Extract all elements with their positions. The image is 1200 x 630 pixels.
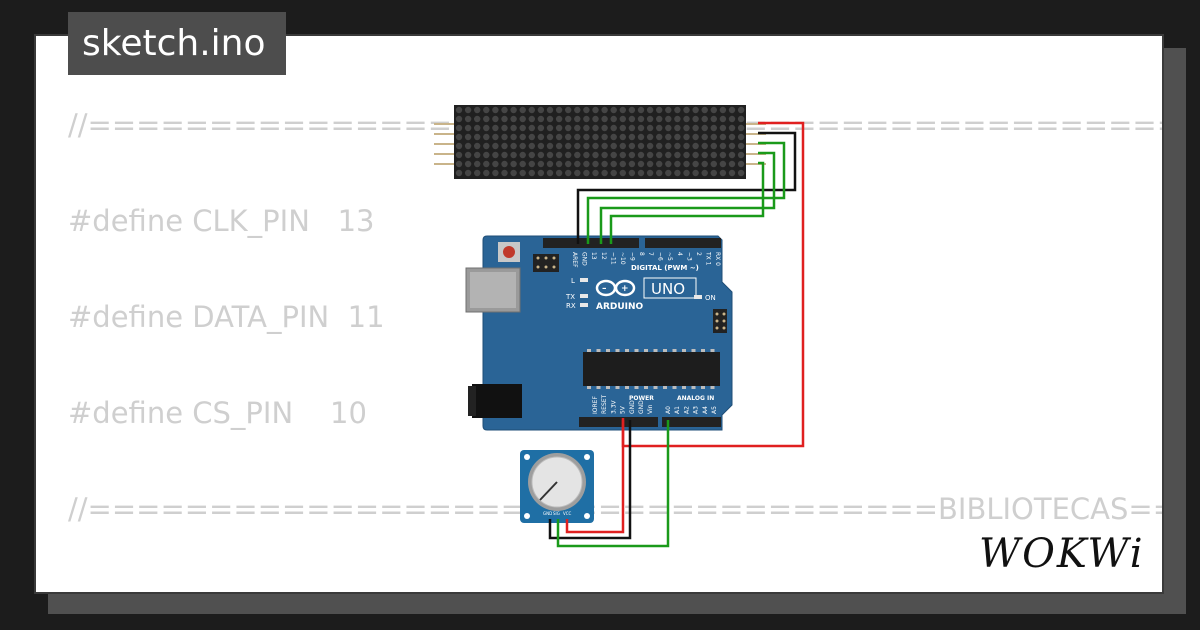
wire-matrix-clk — [609, 161, 765, 244]
matrix-header-pins — [434, 123, 766, 165]
top-pin-label: ~9 — [629, 252, 636, 261]
top-pin-label: GND — [581, 252, 588, 266]
digital-header-right — [645, 238, 721, 248]
top-pin-label: ~11 — [609, 252, 616, 265]
top-pin-label: 2 — [695, 252, 702, 256]
top-pin-label: ~5 — [666, 252, 673, 261]
pot-pin-label: SIG — [553, 511, 560, 516]
top-pin-label: ~3 — [685, 252, 692, 261]
code-background: //======================================… — [36, 36, 1162, 592]
board-brand: ARDUINO — [596, 302, 644, 312]
power-pin-label: 5V — [620, 405, 627, 414]
svg-text:+: + — [621, 284, 629, 294]
top-pin-label: AREF — [571, 252, 578, 268]
code-line-2: #define CLK_PIN 13 — [68, 204, 375, 238]
pot-pin-label: GND — [543, 511, 552, 516]
top-pin-label: RX 0 — [714, 252, 721, 266]
top-pin-label: ~6 — [657, 252, 664, 261]
wire-matrix-cs — [599, 151, 776, 244]
icsp-header — [533, 254, 559, 272]
top-pin-label: 8 — [638, 252, 645, 256]
code-line-5: //===================================BIB… — [68, 492, 1164, 526]
power-label: POWER — [629, 395, 654, 402]
sketch-title: sketch.ino — [68, 12, 286, 75]
top-pin-label: 13 — [590, 252, 597, 260]
pot-pin-label: VCC — [563, 511, 572, 516]
analog-pin-label: A1 — [674, 406, 681, 414]
svg-text:WOKWi: WOKWi — [979, 531, 1145, 577]
digital-label: DIGITAL (PWM ~) — [631, 264, 699, 272]
svg-text:RX: RX — [566, 302, 576, 310]
analog-pin-label: A5 — [711, 406, 718, 414]
svg-text:L: L — [571, 277, 575, 285]
code-line-3: #define DATA_PIN 11 — [68, 300, 385, 334]
analog-header — [662, 417, 721, 427]
wire-pot-sig — [556, 420, 670, 548]
top-pin-label: TX 1 — [705, 251, 712, 266]
svg-text:ON: ON — [705, 294, 716, 302]
analog-pin-label: A2 — [683, 406, 690, 414]
top-pin-label: 12 — [600, 252, 607, 260]
power-pin-label: GND — [629, 400, 636, 414]
power-pin-label: 3.3V — [610, 399, 617, 414]
wire-pot-gnd — [548, 420, 632, 540]
wire-matrix-gnd — [576, 131, 797, 244]
digital-header-left — [543, 238, 639, 248]
board-model: UNO — [651, 280, 685, 298]
top-pin-label: ~10 — [619, 252, 626, 265]
power-pin-label: RESET — [601, 394, 608, 414]
arduino-logo — [595, 279, 636, 297]
svg-text:–: – — [602, 284, 607, 294]
wire-pot-vcc — [565, 420, 625, 534]
wokwi-logo: WOKWi — [979, 531, 1145, 577]
svg-text:TX: TX — [565, 293, 575, 301]
analog-pin-label: A3 — [693, 406, 700, 414]
power-pin-label: GND — [638, 400, 645, 414]
power-pin-label: Vin — [647, 404, 654, 414]
analog-pin-label: A4 — [702, 406, 709, 414]
top-pin-label: 7 — [647, 252, 654, 256]
power-pin-label: IOREF — [592, 396, 599, 414]
wire-matrix-din — [586, 141, 786, 244]
analog-label: ANALOG IN — [677, 395, 714, 402]
led-matrix[interactable] — [434, 105, 766, 179]
code-line-4: #define CS_PIN 10 — [68, 396, 367, 430]
wires — [548, 121, 805, 548]
power-header — [579, 417, 658, 427]
matrix-dots — [455, 106, 745, 177]
power-jack — [472, 384, 522, 418]
top-pin-label: 4 — [676, 252, 683, 256]
analog-pin-label: A0 — [665, 406, 672, 414]
atmega-chip — [583, 349, 720, 389]
